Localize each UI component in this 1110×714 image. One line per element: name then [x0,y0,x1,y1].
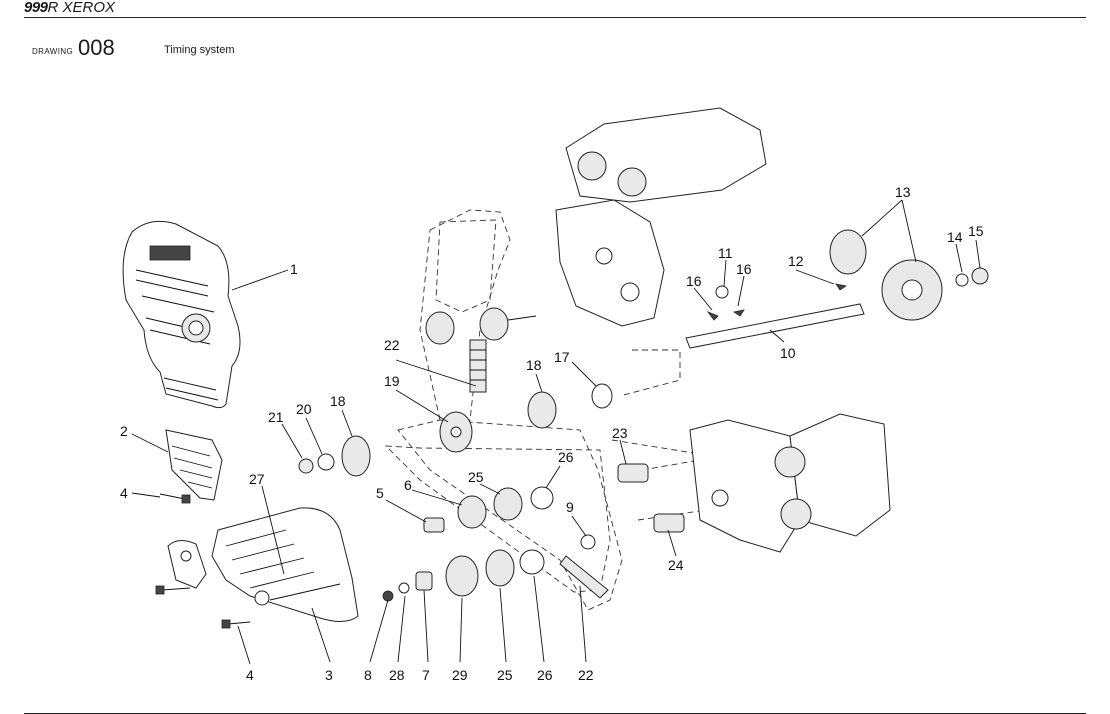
drawing-title: Timing system [164,44,235,56]
callout-7: 7 [422,667,430,683]
callout-8: 8 [364,667,372,683]
callout-20: 20 [296,401,312,417]
callout-22: 22 [384,337,400,353]
callout-29: 29 [452,667,468,683]
callout-18: 18 [526,357,542,373]
callout-26: 26 [558,449,574,465]
leader-lines [131,199,981,665]
callout-18: 18 [330,393,346,409]
callout-3: 3 [325,667,333,683]
header-divider [24,17,1086,18]
callout-12: 12 [788,253,804,269]
callout-1: 1 [290,261,298,277]
callout-labels: 1 2 3 4 4 5 6 7 8 9 10 11 12 13 14 15 16… [120,184,984,683]
small-belt-cover [165,429,223,501]
callout-15: 15 [968,223,984,239]
bolts-screws [155,493,445,629]
callout-4: 4 [246,667,254,683]
camshaft-assembly [685,229,989,349]
callout-22: 22 [578,667,594,683]
brand-model: 999 [24,0,48,16]
callout-10: 10 [780,345,796,361]
callout-13: 13 [895,184,911,200]
belt-segments [469,339,609,599]
callout-21: 21 [268,409,284,425]
callout-25: 25 [468,469,484,485]
callout-9: 9 [566,499,574,515]
lower-cylinder-head [689,413,891,553]
callout-16: 16 [736,261,752,277]
callout-16: 16 [686,273,702,289]
callout-5: 5 [376,485,384,501]
header-title: 999R XEROX [24,0,115,16]
callout-23: 23 [612,425,628,441]
callout-6: 6 [404,477,412,493]
callout-4: 4 [120,485,128,501]
callout-28: 28 [389,667,405,683]
drawing-number: 008 [78,35,115,60]
brand-variant: R XEROX [47,0,116,16]
lower-timing-cover [167,507,359,622]
callout-17: 17 [554,349,570,365]
callout-24: 24 [668,557,684,573]
callout-26: 26 [537,667,553,683]
callout-11: 11 [718,245,733,261]
callout-25: 25 [497,667,513,683]
drawing-label: DRAWING [32,47,74,56]
idler-pulleys [298,307,685,602]
upper-cylinder-head [555,107,767,327]
callout-19: 19 [384,373,400,389]
upper-timing-cover [122,220,241,409]
callout-27: 27 [249,471,265,487]
callout-2: 2 [120,423,128,439]
callout-14: 14 [947,229,963,245]
